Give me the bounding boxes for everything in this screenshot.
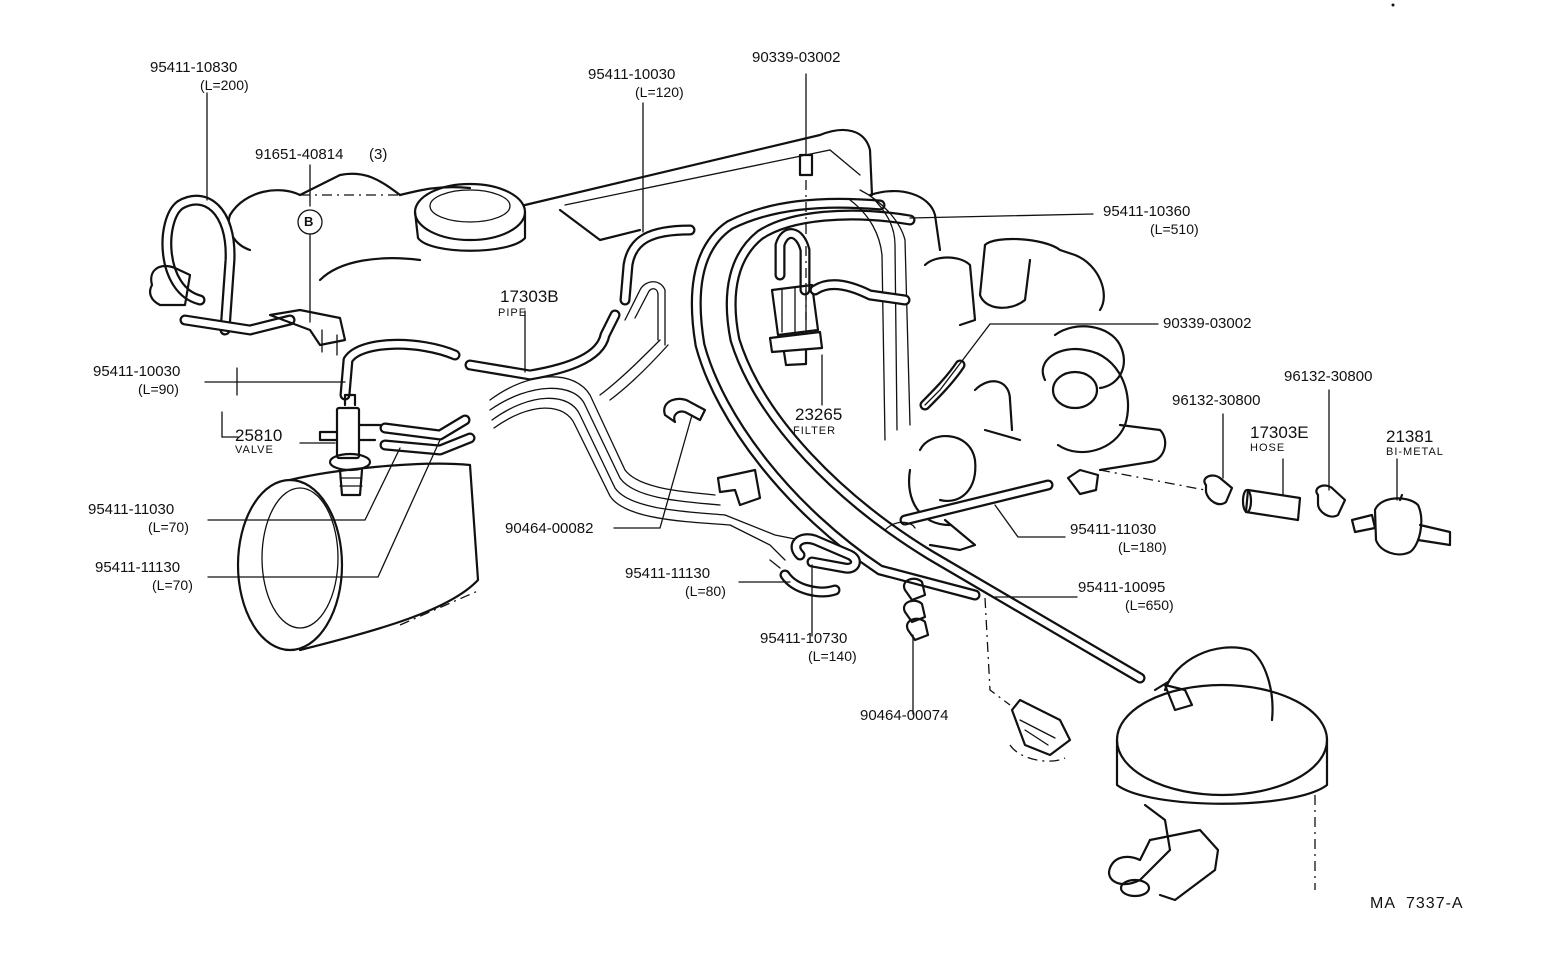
part-95411-10095-length: (L=650): [1125, 597, 1174, 613]
part-17303b-number: 17303B: [500, 287, 559, 306]
callout-b-mark: B: [304, 214, 314, 229]
part-23265-number: 23265: [795, 405, 843, 424]
part-91651-40814-number: 91651-40814: [255, 146, 344, 163]
part-95411-10095-number: 95411-10095: [1078, 579, 1166, 596]
part-95411-10730-length: (L=140): [808, 648, 857, 664]
part-21381-name: BI-METAL: [1386, 446, 1444, 458]
part-95411-11130-l80-length: (L=80): [685, 583, 726, 599]
part-95411-11130-l70-number: 95411-11130: [95, 559, 181, 576]
part-95411-11130-l80-number: 95411-11130: [625, 565, 711, 582]
part-90464-00074-number: 90464-00074: [860, 707, 949, 724]
part-91651-40814-qty: (3): [369, 146, 388, 163]
part-95411-10030-length: (L=120): [635, 84, 684, 100]
part-95411-10360-number: 95411-10360: [1103, 203, 1191, 220]
part-25810-name: VALVE: [235, 444, 274, 456]
part-95411-11030-l180-number: 95411-11030: [1070, 521, 1157, 538]
part-96132-30800-left-number: 96132-30800: [1172, 392, 1261, 409]
part-96132-30800-right-number: 96132-30800: [1284, 368, 1373, 385]
part-17303e-name: HOSE: [1250, 442, 1286, 454]
part-23265-name: FILTER: [793, 425, 837, 437]
part-90339-03002-right-number: 90339-03002: [1163, 315, 1252, 332]
part-95411-11030-l70-length: (L=70): [148, 519, 189, 535]
part-95411-10830-number: 95411-10830: [150, 59, 238, 76]
part-95411-11030-l180-length: (L=180): [1118, 539, 1167, 555]
part-21381-number: 21381: [1386, 427, 1434, 446]
part-95411-11030-l70-number: 95411-11030: [88, 501, 175, 518]
part-25810-number: 25810: [235, 426, 283, 445]
part-95411-10030-l90-length: (L=90): [138, 381, 179, 397]
part-90464-00082-number: 90464-00082: [505, 520, 594, 537]
part-90339-03002-top-number: 90339-03002: [752, 49, 841, 66]
part-95411-10360-length: (L=510): [1150, 221, 1199, 237]
part-95411-11130-l70-length: (L=70): [152, 577, 193, 593]
part-95411-10030-l90-number: 95411-10030: [93, 363, 181, 380]
part-95411-10830-length: (L=200): [200, 77, 249, 93]
drawing-code: MA 7337-A: [1370, 895, 1464, 912]
part-17303b-name: PIPE: [498, 307, 528, 319]
part-95411-10030-number: 95411-10030: [588, 66, 676, 83]
part-95411-10730-number: 95411-10730: [760, 630, 848, 647]
part-17303e-number: 17303E: [1250, 423, 1309, 442]
